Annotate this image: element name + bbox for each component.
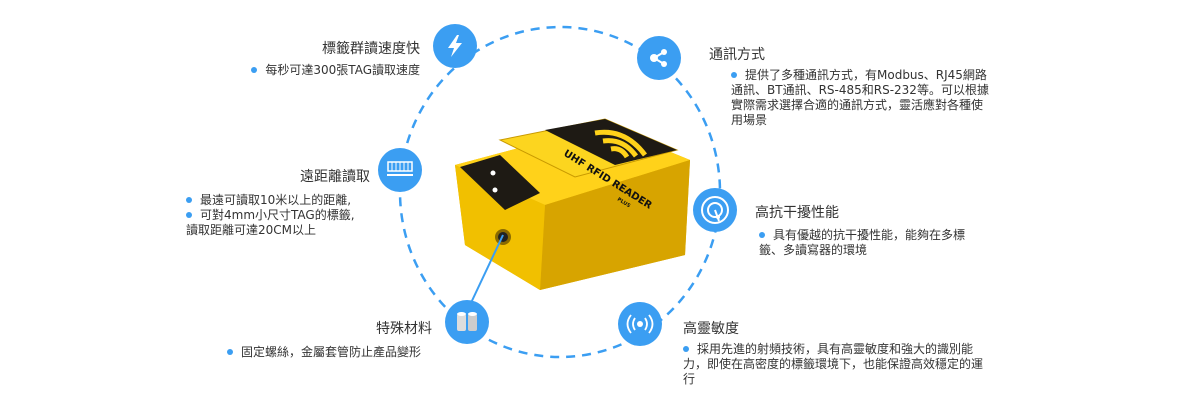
feature-desc-comm: 提供了多種通訊方式，有Modbus、RJ45網路通訊、BT通訊、RS-485和R… xyxy=(731,68,989,127)
antenna-bar-icon xyxy=(378,148,422,192)
feature-title-comm: 通訊方式 xyxy=(709,47,765,63)
radar-icon xyxy=(693,188,737,232)
feature-title-sensitivity: 高靈敏度 xyxy=(683,321,739,337)
feature-title-interference: 高抗干擾性能 xyxy=(755,205,839,221)
feature-desc-sensitivity: 採用先進的射頻技術，具有高靈敏度和強大的識別能力，即使在高密度的標籤環境下，也能… xyxy=(683,342,984,386)
rfid-reader-device-image: UHF RFID READER PLUS xyxy=(455,118,690,290)
feature-title-distance: 遠距離讀取 xyxy=(300,169,370,185)
feature-desc-interference: 具有優越的抗干擾性能，能夠在多標籤、多讀寫器的環境 xyxy=(759,228,966,257)
feature-desc-material: 固定螺絲，金屬套管防止產品變形 xyxy=(227,345,421,360)
signal-broadcast-icon xyxy=(618,302,662,346)
feature-title-speed: 標籤群讀速度快 xyxy=(322,41,420,57)
share-icon xyxy=(637,36,681,80)
feature-desc-speed: 每秒可達300張TAG讀取速度 xyxy=(251,63,420,78)
metal-cylinders-icon xyxy=(445,300,489,344)
feature-desc-distance: 最遠可讀取10米以上的距離, 可對4mm小尺寸TAG的標籤, 讀取距離可達20C… xyxy=(186,193,355,237)
lightning-icon xyxy=(433,24,477,68)
feature-title-material: 特殊材料 xyxy=(376,321,432,337)
